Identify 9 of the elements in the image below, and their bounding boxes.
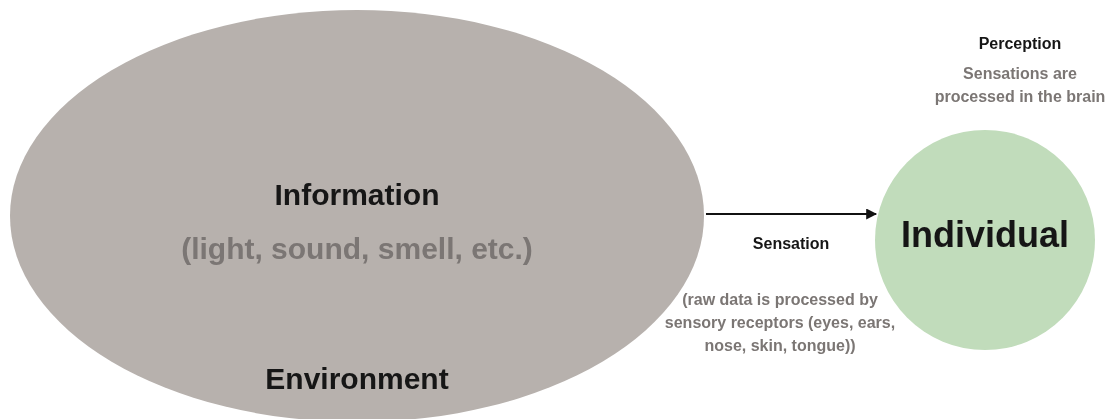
beside-note: Sensations are processed in the brain (933, 64, 1107, 107)
edge-label: Sensation (751, 235, 831, 253)
node-title: Information (273, 178, 441, 212)
note-text: (raw data is processed by sensory receptors (eyes, ears, nose, skin, tongue)) (663, 290, 897, 356)
beside-heading: Perception (977, 34, 1063, 54)
node-subtitle: (light, sound, smell, etc.) (180, 232, 534, 266)
arrow (706, 208, 878, 220)
node-title: Individual (900, 214, 1070, 256)
node-title: Environment (264, 362, 450, 396)
